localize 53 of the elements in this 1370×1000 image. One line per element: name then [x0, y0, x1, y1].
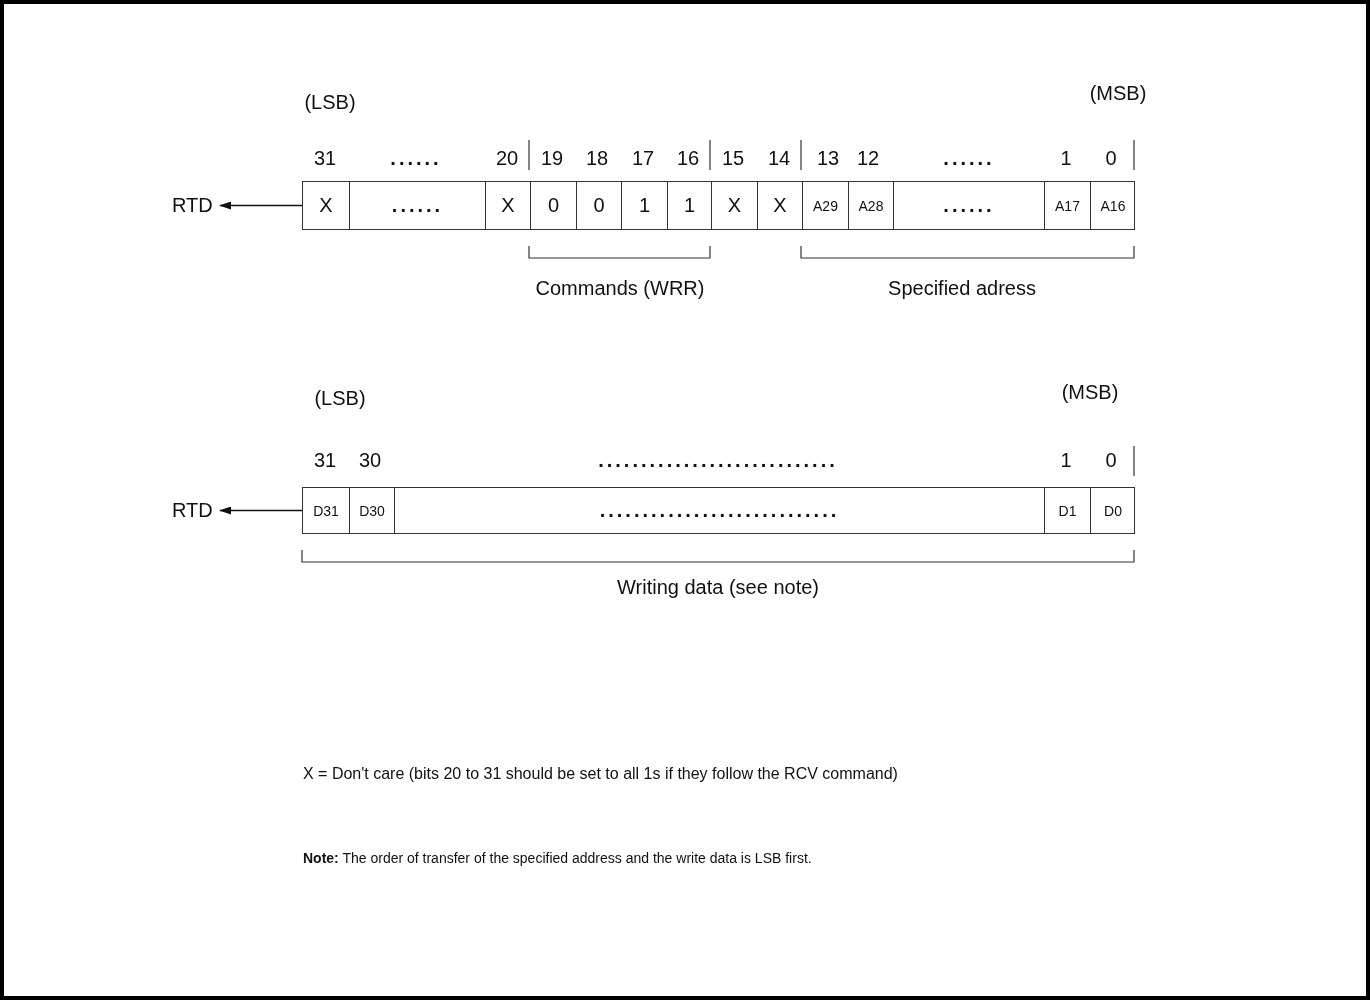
- bit-number: 17: [631, 146, 655, 170]
- field-label: Specified adress: [888, 276, 1036, 300]
- ellipsis: ......: [943, 146, 995, 170]
- bit-order-label: (MSB): [1061, 380, 1119, 404]
- bit-number: 1: [1060, 448, 1072, 472]
- bit-cell: D0: [1090, 488, 1135, 533]
- bit-cell: ......: [349, 182, 485, 229]
- bit-cell: X: [303, 182, 349, 229]
- bit-order-label: (LSB): [314, 386, 366, 410]
- bit-cell: 1: [667, 182, 711, 229]
- note-text: X = Don't care (bits 20 to 31 should be set to all 1s if they follow the RCV command): [303, 765, 898, 783]
- bit-cell: D30: [349, 488, 394, 533]
- ellipsis: ......: [390, 146, 442, 170]
- register-bar: [302, 487, 1135, 534]
- bit-number: 18: [585, 146, 609, 170]
- bit-number: 31: [313, 146, 337, 170]
- arrow: [219, 506, 303, 515]
- bit-number: 31: [313, 448, 337, 472]
- bit-number: 0: [1105, 146, 1117, 170]
- register-bar: [302, 181, 1135, 230]
- bit-number: 16: [676, 146, 700, 170]
- bit-cell: X: [485, 182, 530, 229]
- bit-cell: 0: [530, 182, 576, 229]
- bit-cell: A17: [1044, 182, 1090, 229]
- bit-number: 30: [358, 448, 382, 472]
- bit-number: 20: [495, 146, 519, 170]
- bit-order-label: (LSB): [304, 90, 356, 114]
- bit-number: 0: [1105, 448, 1117, 472]
- bit-number: 19: [540, 146, 564, 170]
- signal-name: RTD: [172, 183, 232, 228]
- arrow: [219, 201, 303, 210]
- bit-cell: X: [711, 182, 757, 229]
- bit-number: 15: [721, 146, 745, 170]
- bit-cell: A28: [848, 182, 893, 229]
- bit-number: 1: [1060, 146, 1072, 170]
- bit-order-label: (MSB): [1089, 81, 1147, 105]
- bit-cell: 1: [621, 182, 667, 229]
- bit-cell: A16: [1090, 182, 1135, 229]
- note-text: Note: The order of transfer of the specified address and the write data is LSB first.: [303, 850, 812, 866]
- bit-cell: ......: [893, 182, 1044, 229]
- field-label: Commands (WRR): [535, 276, 705, 300]
- bit-cell: ............................: [394, 488, 1044, 533]
- field-label: Writing data (see note): [617, 575, 819, 599]
- bit-cell: D1: [1044, 488, 1090, 533]
- bit-number: 12: [856, 146, 880, 170]
- bit-cell: 0: [576, 182, 621, 229]
- signal-name: RTD: [172, 488, 232, 533]
- bit-number: 13: [816, 146, 840, 170]
- bit-cell: A29: [802, 182, 848, 229]
- bit-cell: D31: [303, 488, 349, 533]
- ellipsis: ............................: [598, 448, 838, 472]
- bit-cell: X: [757, 182, 802, 229]
- bit-number: 14: [767, 146, 791, 170]
